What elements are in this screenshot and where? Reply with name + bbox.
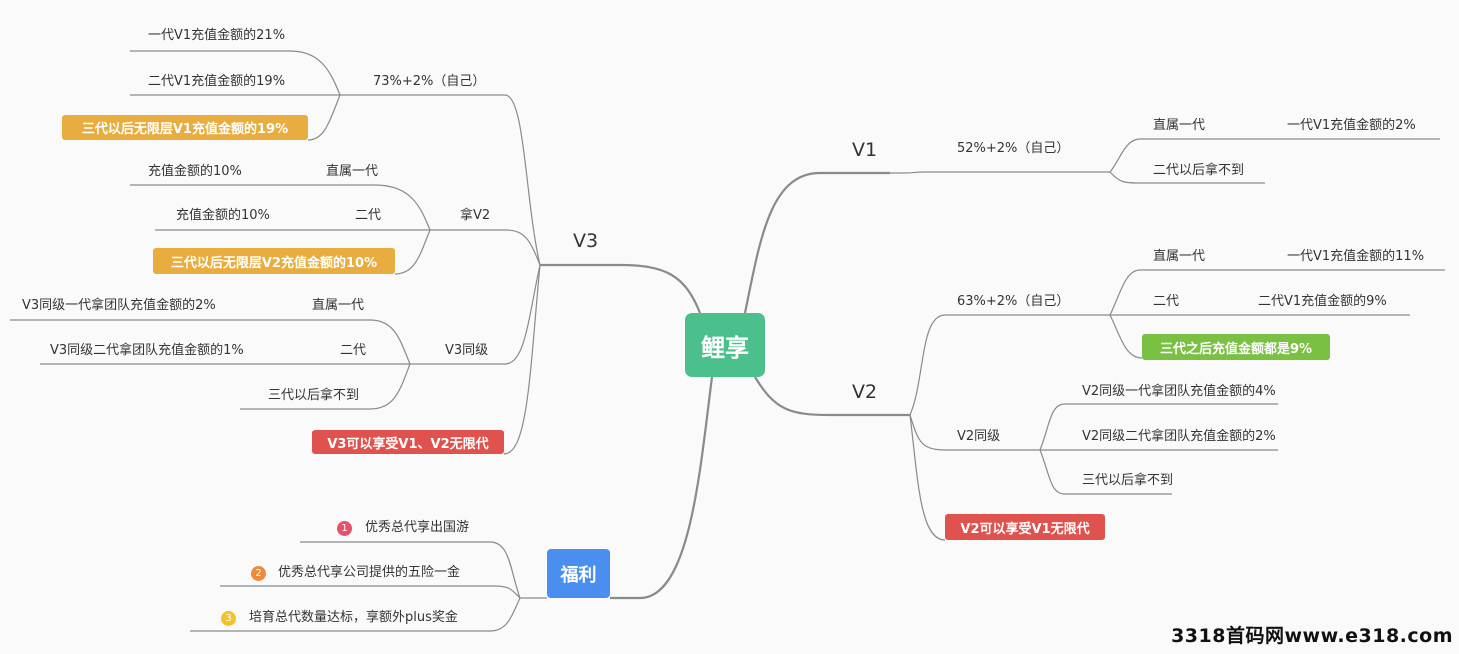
v3-node[interactable]: V3 xyxy=(573,230,599,252)
v3-take-v2-direct-detail[interactable]: 充值金额的10% xyxy=(148,164,242,179)
benefit-item[interactable]: 培育总代数量达标，享额外plus奖金 xyxy=(249,610,458,625)
benefit-item[interactable]: 优秀总代享公司提供的五险一金 xyxy=(278,565,461,580)
v3-rate-item[interactable]: 二代V1充值金额的19% xyxy=(148,74,286,89)
v2-peer-item[interactable]: 三代以后拿不到 xyxy=(1082,473,1174,488)
v3-peer[interactable]: V3同级 xyxy=(445,343,489,358)
v2-node[interactable]: V2 xyxy=(852,381,878,403)
v3-peer-direct-label[interactable]: 直属一代 xyxy=(312,298,365,313)
v3-peer-direct-detail[interactable]: V3同级一代拿团队充值金额的2% xyxy=(22,298,216,313)
v2-rate[interactable]: 63%+2%（自己） xyxy=(957,294,1070,309)
v2-note[interactable]: V2可以享受V1无限代 xyxy=(945,514,1105,540)
v2-direct-detail[interactable]: 一代V1充值金额的11% xyxy=(1287,249,1425,264)
benefits-node[interactable]: 福利 xyxy=(547,549,610,598)
v2-peer[interactable]: V2同级 xyxy=(957,429,1001,444)
root-node[interactable]: 鲤享 xyxy=(685,313,765,377)
v3-take-v2-note[interactable]: 三代以后无限层V2充值金额的10% xyxy=(153,248,395,274)
v3-rate[interactable]: 73%+2%（自己） xyxy=(373,74,486,89)
v3-peer-second-label[interactable]: 二代 xyxy=(340,343,367,358)
v1-direct-label[interactable]: 直属一代 xyxy=(1153,118,1206,133)
v2-direct-label[interactable]: 直属一代 xyxy=(1153,249,1206,264)
v3-rate-item[interactable]: 一代V1充值金额的21% xyxy=(148,28,286,43)
v2-third-note[interactable]: 三代之后充值金额都是9% xyxy=(1142,334,1330,360)
v1-direct-detail[interactable]: 一代V1充值金额的2% xyxy=(1287,118,1416,133)
watermark: 3318首码网www.e318.com xyxy=(1171,625,1453,647)
priority-1-icon: 1 xyxy=(337,521,352,536)
v3-take-v2-second-detail[interactable]: 充值金额的10% xyxy=(176,208,270,223)
v3-rate-note[interactable]: 三代以后无限层V1充值金额的19% xyxy=(62,115,308,140)
benefit-item[interactable]: 优秀总代享出国游 xyxy=(365,520,470,535)
v2-second-label[interactable]: 二代 xyxy=(1153,294,1180,309)
v3-peer-third[interactable]: 三代以后拿不到 xyxy=(268,388,360,403)
v2-second-detail[interactable]: 二代V1充值金额的9% xyxy=(1258,294,1387,309)
v3-peer-second-detail[interactable]: V3同级二代拿团队充值金额的1% xyxy=(50,343,244,358)
v3-take-v2-second-label[interactable]: 二代 xyxy=(355,208,382,223)
link-root-v2 xyxy=(754,376,910,417)
v3-take-v2-direct-label[interactable]: 直属一代 xyxy=(326,164,379,179)
v2-peer-item[interactable]: V2同级二代拿团队充值金额的2% xyxy=(1082,429,1276,444)
priority-2-icon: 2 xyxy=(251,566,266,581)
link-root-benefits xyxy=(610,376,714,600)
v2-peer-item[interactable]: V2同级一代拿团队充值金额的4% xyxy=(1082,384,1276,399)
v1-rate[interactable]: 52%+2%（自己） xyxy=(957,141,1070,156)
link-root-v3 xyxy=(540,263,702,314)
v1-second-label[interactable]: 二代以后拿不到 xyxy=(1153,163,1245,178)
priority-3-icon: 3 xyxy=(221,611,236,626)
v1-node[interactable]: V1 xyxy=(852,139,878,161)
v3-note[interactable]: V3可以享受V1、V2无限代 xyxy=(312,430,504,454)
v3-take-v2[interactable]: 拿V2 xyxy=(460,208,491,223)
link-root-v1 xyxy=(743,171,890,314)
